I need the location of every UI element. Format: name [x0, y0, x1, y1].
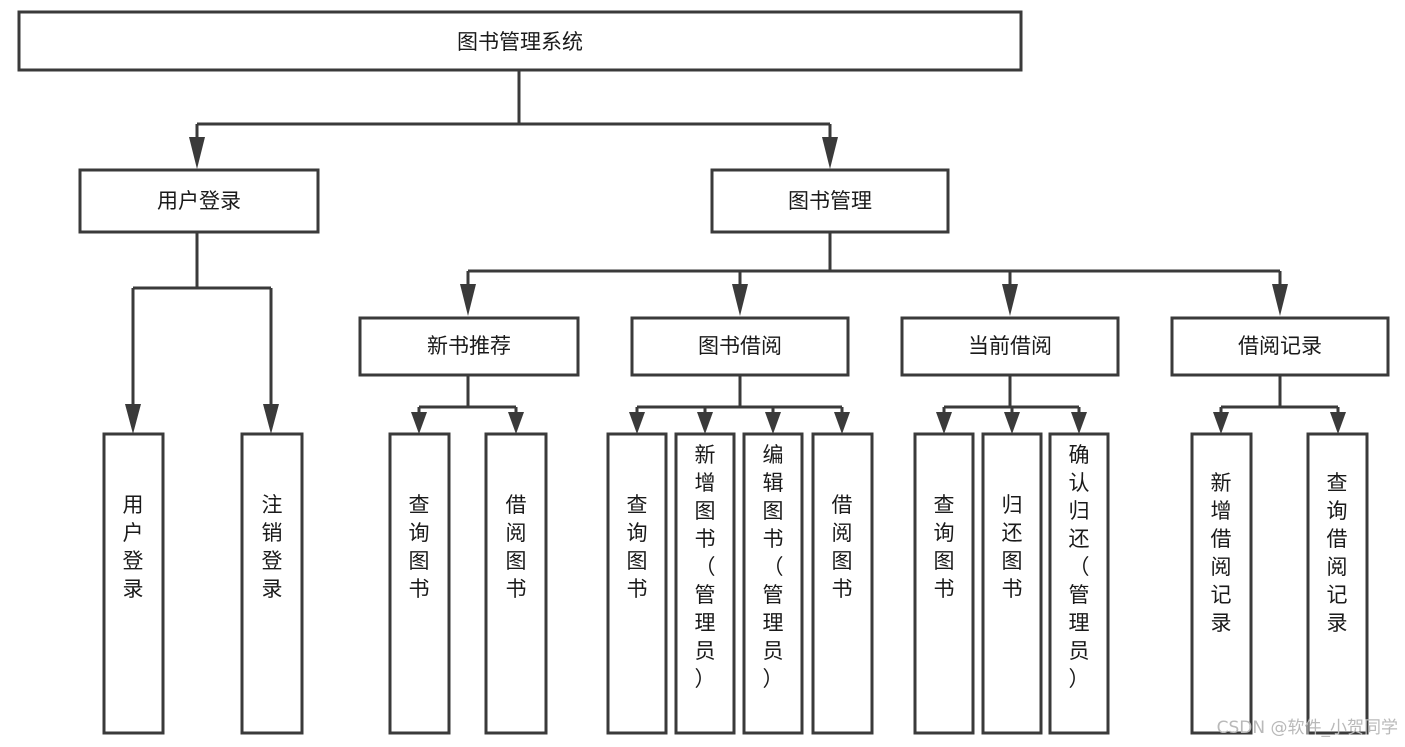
arrow-head-to-borrow-record	[1272, 284, 1288, 316]
node-new-book-recommend[interactable]: 新书推荐	[358, 316, 580, 377]
leaf-label-current-borrow-3: 确认归还（管理员）	[1069, 443, 1090, 691]
leaf-box-user-login-1	[102, 432, 165, 735]
node-borrow-record[interactable]: 借阅记录	[1170, 316, 1390, 377]
leaf-node-book-borrow-1[interactable]: 查询图书	[606, 432, 668, 735]
arrow-head-newbook-leaf-1	[411, 412, 427, 434]
arrow-head-to-new-book	[460, 284, 476, 316]
arrow-head-bookborrow-leaf-2	[697, 412, 713, 434]
node-root-box	[17, 10, 1023, 72]
leaf-box-user-login-2	[240, 432, 304, 735]
connector-group-root-to-level2	[189, 70, 838, 169]
node-current-borrow-label: 当前借阅	[968, 334, 1052, 358]
connector-group-borrowrecord-to-leaves	[1213, 375, 1346, 434]
node-book-borrow-box	[630, 316, 850, 377]
leaf-node-user-login-2[interactable]: 注销登录	[240, 432, 304, 735]
leaf-label-book-borrow-4: 借阅图书	[832, 493, 853, 601]
connector-group-bookmanage-to-level3	[460, 232, 1288, 316]
leaf-box-book-borrow-2	[674, 432, 736, 735]
leaf-label-new-book-2: 借阅图书	[506, 493, 527, 601]
node-user-login[interactable]: 用户登录	[78, 168, 320, 234]
leaf-node-book-borrow-3[interactable]: 编辑图书（管理员）	[742, 432, 804, 735]
leaf-node-new-book-1[interactable]: 查询图书	[388, 432, 451, 735]
connector-group-userlogin-to-leaves	[125, 232, 279, 434]
arrow-head-newbook-leaf-2	[508, 412, 524, 434]
arrow-head-currentborrow-leaf-2	[1004, 412, 1020, 434]
node-root-label: 图书管理系统	[457, 30, 583, 54]
leaf-label-borrow-record-2: 查询借阅记录	[1327, 471, 1348, 635]
arrow-head-bookborrow-leaf-3	[765, 412, 781, 434]
connector-group-newbook-to-leaves	[411, 375, 524, 434]
node-borrow-record-box	[1170, 316, 1390, 377]
leaf-label-book-borrow-3: 编辑图书（管理员）	[763, 443, 784, 691]
leaf-box-book-borrow-1	[606, 432, 668, 735]
arrow-head-currentborrow-leaf-3	[1071, 412, 1087, 434]
watermark-label: CSDN @软件_小贺同学	[1217, 718, 1398, 738]
leaf-node-borrow-record-1[interactable]: 新增借阅记录	[1190, 432, 1253, 735]
leaf-label-user-login-1: 用户登录	[123, 493, 144, 601]
node-new-book-recommend-box	[358, 316, 580, 377]
leaf-box-new-book-1	[388, 432, 451, 735]
node-user-login-label: 用户登录	[157, 189, 241, 213]
node-new-book-recommend-label: 新书推荐	[427, 334, 511, 358]
arrow-head-to-current-borrow	[1002, 284, 1018, 316]
node-book-management-box	[710, 168, 950, 234]
node-book-management-label: 图书管理	[788, 189, 872, 213]
leaf-node-current-borrow-3[interactable]: 确认归还（管理员）	[1048, 432, 1110, 735]
leaf-node-current-borrow-2[interactable]: 归还图书	[981, 432, 1043, 735]
node-user-login-box	[78, 168, 320, 234]
leaf-box-current-borrow-3	[1048, 432, 1110, 735]
node-book-management[interactable]: 图书管理	[710, 168, 950, 234]
leaf-label-book-borrow-2: 新增图书（管理员）	[695, 443, 716, 691]
node-book-borrow[interactable]: 图书借阅	[630, 316, 850, 377]
arrow-head-to-book-manage	[822, 137, 838, 169]
arrow-head-currentborrow-leaf-1	[936, 412, 952, 434]
leaf-label-new-book-1: 查询图书	[409, 493, 430, 601]
node-current-borrow-box	[900, 316, 1120, 377]
leaf-label-book-borrow-1: 查询图书	[627, 493, 648, 601]
leaf-node-book-borrow-4[interactable]: 借阅图书	[811, 432, 874, 735]
arrow-head-borrowrecord-leaf-1	[1213, 412, 1229, 434]
arrow-head-borrowrecord-leaf-2	[1330, 412, 1346, 434]
leaf-box-current-borrow-2	[981, 432, 1043, 735]
leaf-box-borrow-record-1	[1190, 432, 1253, 735]
leaf-label-current-borrow-2: 归还图书	[1002, 493, 1023, 601]
node-borrow-record-label: 借阅记录	[1238, 334, 1322, 358]
leaf-box-current-borrow-1	[913, 432, 975, 735]
leaf-node-user-login-1[interactable]: 用户登录	[102, 432, 165, 735]
node-root-book-management-system[interactable]: 图书管理系统	[17, 10, 1023, 72]
leaf-node-new-book-2[interactable]: 借阅图书	[484, 432, 548, 735]
arrow-head-bookborrow-leaf-1	[629, 412, 645, 434]
arrow-head-userlogin-leaf-1	[125, 404, 141, 434]
arrow-head-bookborrow-leaf-4	[834, 412, 850, 434]
leaf-label-current-borrow-1: 查询图书	[934, 493, 955, 601]
leaf-box-book-borrow-3	[742, 432, 804, 735]
connector-group-bookborrow-to-leaves	[629, 375, 850, 434]
connector-group-currentborrow-to-leaves	[936, 375, 1087, 434]
node-current-borrow[interactable]: 当前借阅	[900, 316, 1120, 377]
leaf-box-book-borrow-4	[811, 432, 874, 735]
node-book-borrow-label: 图书借阅	[698, 334, 782, 358]
leaf-node-borrow-record-2[interactable]: 查询借阅记录	[1306, 432, 1369, 735]
arrow-head-userlogin-leaf-2	[263, 404, 279, 434]
leaf-node-current-borrow-1[interactable]: 查询图书	[913, 432, 975, 735]
leaf-box-borrow-record-2	[1306, 432, 1369, 735]
leaf-node-book-borrow-2[interactable]: 新增图书（管理员）	[674, 432, 736, 735]
leaf-box-new-book-2	[484, 432, 548, 735]
leaf-label-user-login-2: 注销登录	[262, 493, 283, 601]
arrow-head-to-book-borrow	[732, 284, 748, 316]
leaf-label-borrow-record-1: 新增借阅记录	[1211, 471, 1232, 635]
arrow-head-to-user-login	[189, 137, 205, 169]
